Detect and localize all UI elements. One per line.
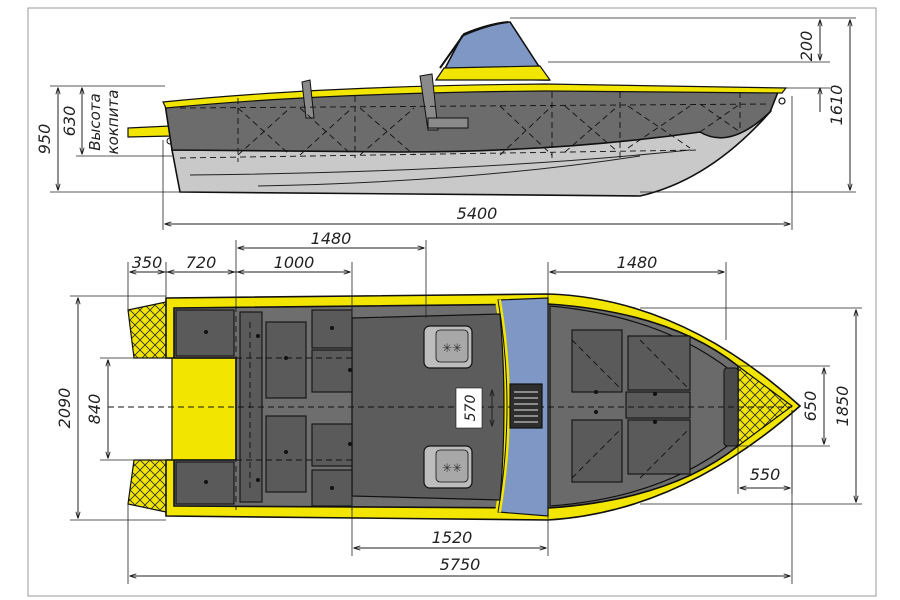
dim-top-350: 350 bbox=[132, 253, 163, 272]
transom-well bbox=[171, 357, 237, 461]
side-dimensions: 5400 1610 200 950 630 Высотакокпита bbox=[35, 17, 856, 230]
dim-top-stern-inset: 840 bbox=[85, 394, 104, 425]
dim-top-length: 5750 bbox=[440, 555, 481, 574]
dim-top-console-span: 1520 bbox=[432, 528, 473, 547]
fwd-center bbox=[625, 391, 691, 419]
dim-top-beam: 2090 bbox=[55, 388, 74, 429]
transom-bracket bbox=[127, 125, 173, 138]
fwd-hatch-4 bbox=[627, 419, 691, 475]
side-view bbox=[127, 21, 788, 197]
top-view: ✳✳ ✳✳ bbox=[108, 293, 802, 521]
seat-port: ✳✳ bbox=[423, 325, 473, 369]
dim-transom-height: 950 bbox=[35, 124, 54, 155]
dim-top-deck-width: 1850 bbox=[833, 386, 852, 427]
windshield-frame bbox=[434, 65, 552, 81]
dim-top-bow-offset: 550 bbox=[750, 465, 781, 484]
dim-cockpit-height: 630 bbox=[60, 106, 79, 137]
sheet-frame bbox=[27, 7, 877, 597]
dim-side-length: 5400 bbox=[457, 204, 498, 223]
dim-top-1000: 1000 bbox=[274, 253, 315, 272]
svg-text:✳✳: ✳✳ bbox=[442, 461, 462, 475]
top-hidden-lines bbox=[235, 304, 691, 510]
fwd-hatch-1 bbox=[571, 329, 623, 393]
locker-5 bbox=[311, 423, 353, 467]
side-hidden-lines bbox=[179, 92, 771, 162]
locker-6 bbox=[311, 469, 353, 507]
side-seat-aft bbox=[301, 79, 315, 119]
dim-windshield: 200 bbox=[797, 31, 816, 62]
dim-top-bow-width: 650 bbox=[801, 391, 820, 422]
dim-top-passage: 570 bbox=[463, 395, 479, 422]
top-dimensions: 1480 350 720 1000 1480 2090 840 1850 650 bbox=[55, 229, 862, 584]
label-cockpit-height: Высотакокпита bbox=[86, 90, 122, 155]
svg-text:✳✳: ✳✳ bbox=[442, 341, 462, 355]
fwd-hatch-2 bbox=[571, 419, 623, 483]
dim-top-1480-fwd: 1480 bbox=[617, 253, 658, 272]
locker-4 bbox=[311, 349, 353, 393]
seat-starboard: ✳✳ bbox=[423, 445, 473, 489]
side-seat-fwd bbox=[419, 73, 439, 131]
side-gunwale bbox=[162, 83, 788, 109]
dim-top-720: 720 bbox=[186, 253, 217, 272]
dim-top-1480-aft: 1480 bbox=[311, 229, 352, 248]
passage-grille bbox=[509, 383, 543, 429]
fwd-hatch-3 bbox=[627, 335, 691, 391]
dim-side-height: 1610 bbox=[827, 85, 846, 126]
